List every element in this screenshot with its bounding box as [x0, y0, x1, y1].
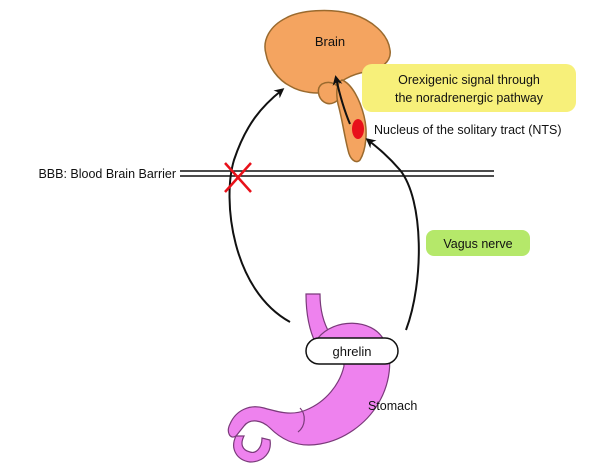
vagus-label: Vagus nerve — [443, 237, 512, 251]
blood-route-arrow — [230, 90, 290, 322]
vagus-route-arrow — [368, 140, 419, 330]
blocked-x-mark — [225, 163, 251, 192]
orexigenic-label-line1: Orexigenic signal through — [398, 73, 540, 87]
orexigenic-label-line2: the noradrenergic pathway — [395, 91, 544, 105]
bbb-label: BBB: Blood Brain Barrier — [38, 167, 176, 181]
nts-label: Nucleus of the solitary tract (NTS) — [374, 123, 562, 137]
ghrelin-label: ghrelin — [332, 344, 371, 359]
stomach-shape — [228, 294, 389, 462]
stomach-label: Stomach — [368, 399, 417, 413]
nts-nucleus — [352, 119, 364, 139]
brain-label: Brain — [315, 34, 345, 49]
